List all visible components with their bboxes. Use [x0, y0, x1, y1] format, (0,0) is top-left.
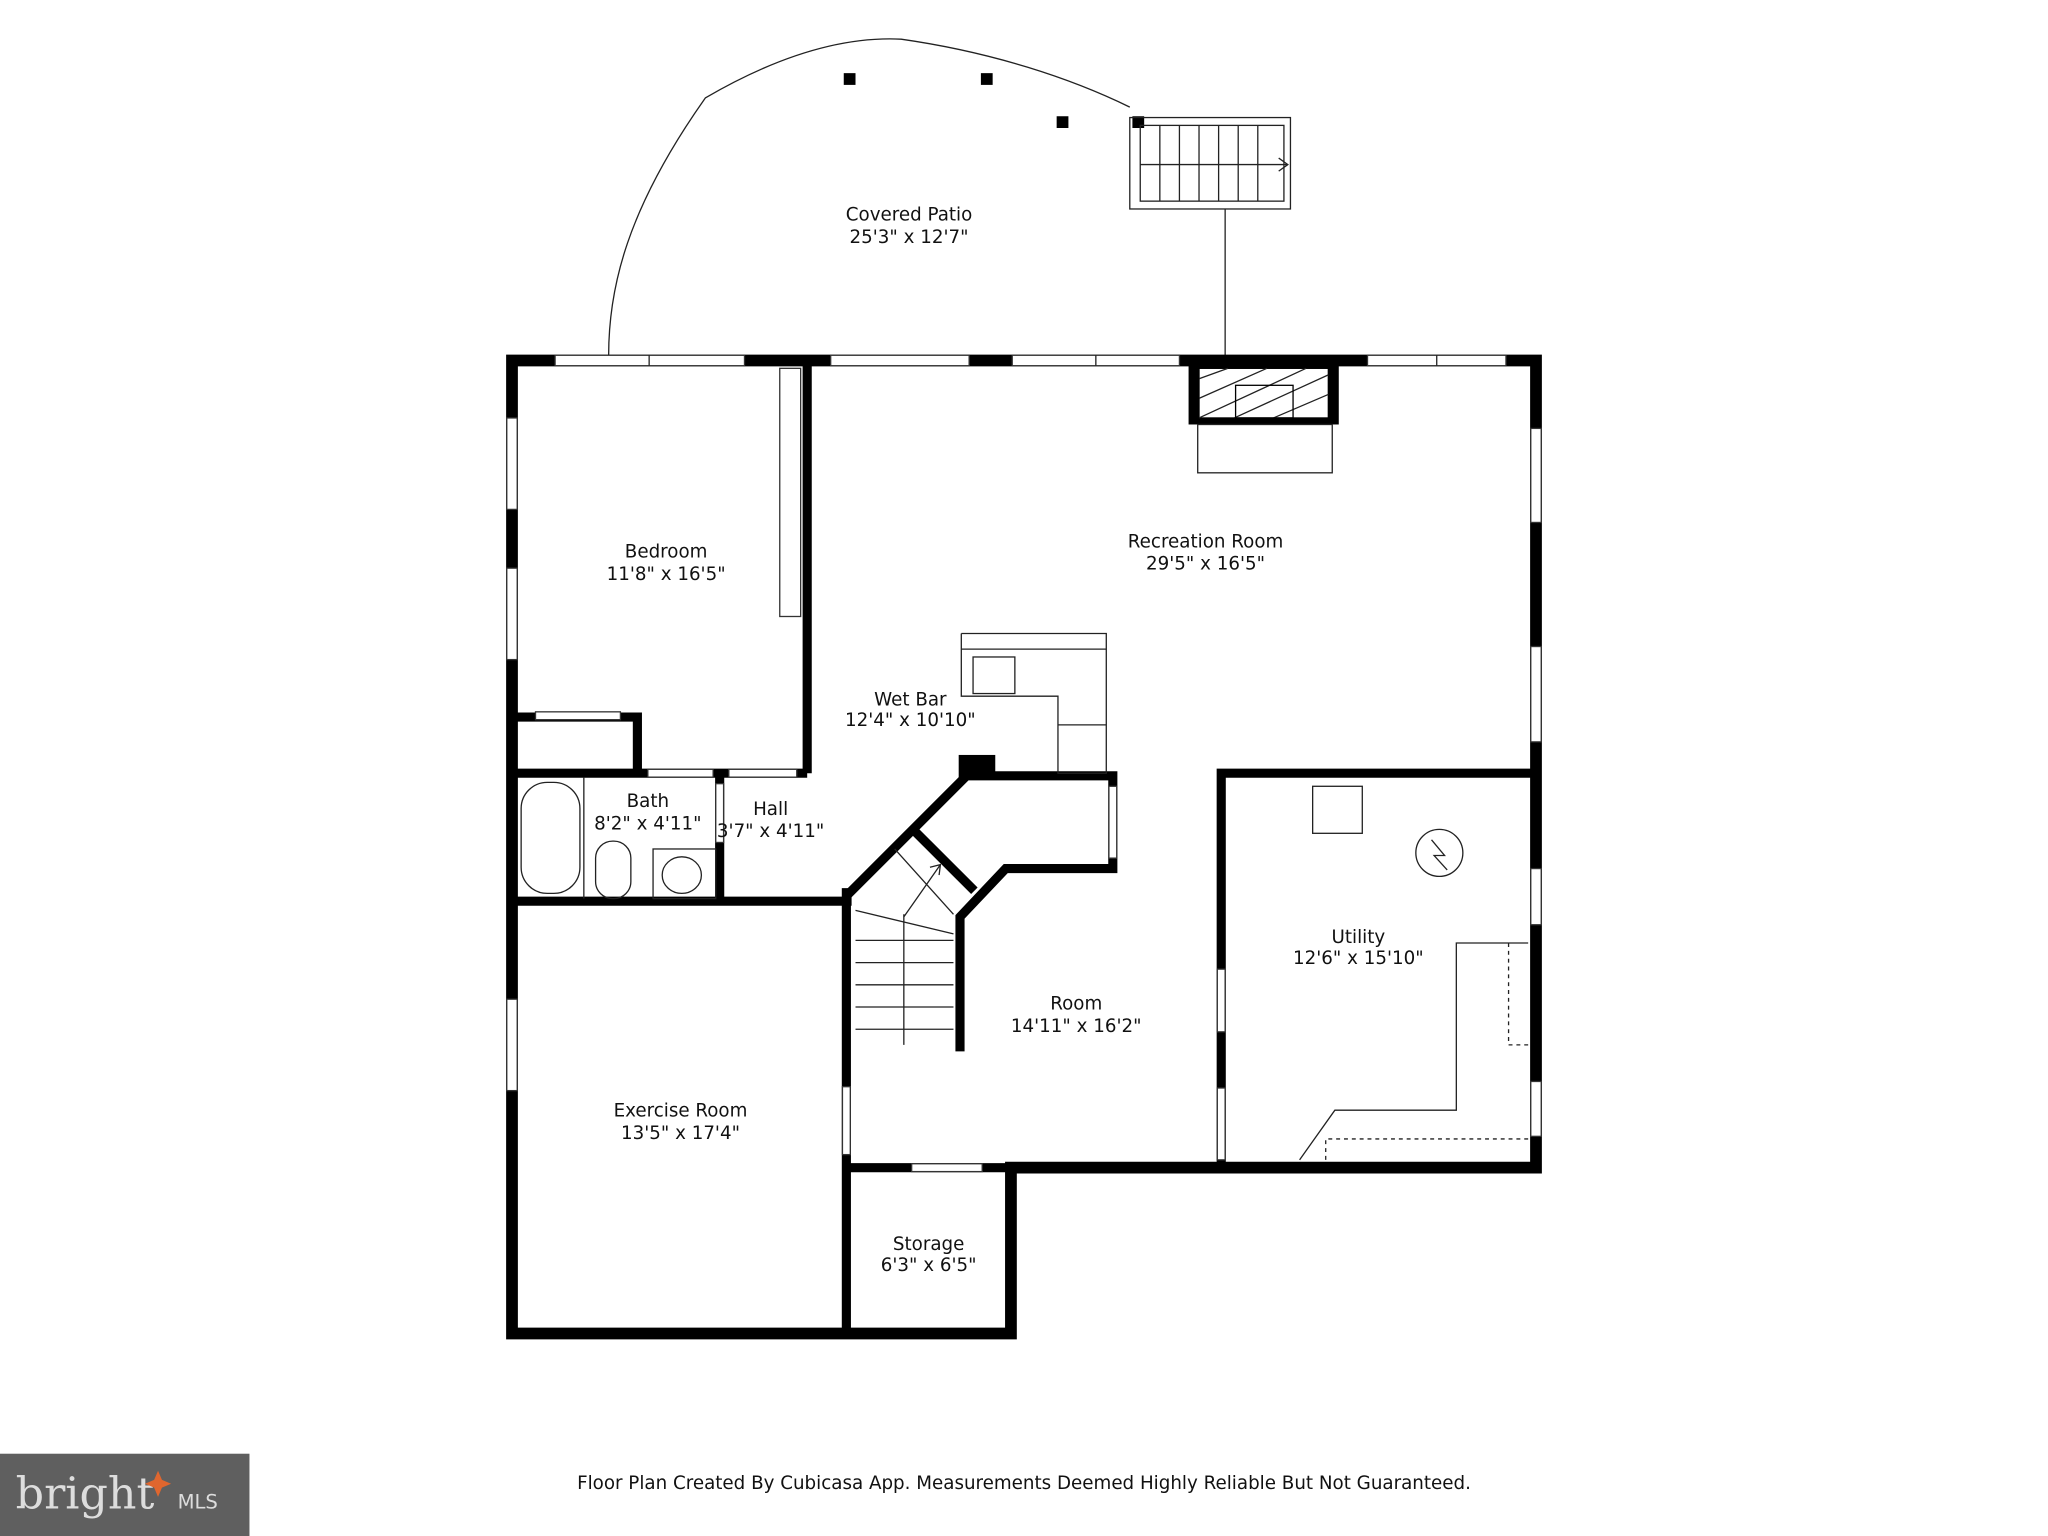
fireplace	[1188, 365, 1339, 474]
patio-outline	[608, 38, 1131, 356]
room-size: 11'8" x 16'5"	[607, 564, 726, 585]
room-name: Wet Bar	[874, 689, 947, 710]
room-name: Utility	[1332, 927, 1386, 948]
svg-text:MLS: MLS	[178, 1491, 218, 1514]
exterior-walls	[506, 354, 1542, 1340]
room-size: 12'6" x 15'10"	[1293, 948, 1424, 969]
patio-post	[1132, 116, 1145, 128]
bright-mls-logo: bright MLS	[0, 1453, 250, 1536]
room-size: 8'2" x 4'11"	[594, 813, 701, 834]
room-size: 14'11" x 16'2"	[1011, 1016, 1142, 1037]
room-size: 6'3" x 6'5"	[881, 1255, 977, 1276]
room-name: Storage	[893, 1234, 964, 1255]
utility-fixtures	[1299, 785, 1529, 1161]
patio-post	[843, 73, 856, 85]
interior-walls	[511, 365, 1536, 1334]
room-name: Recreation Room	[1128, 531, 1284, 552]
doors	[534, 367, 1226, 1173]
room-size: 29'5" x 16'5"	[1146, 553, 1265, 574]
room-size: 3'7" x 4'11"	[717, 821, 824, 842]
room-name: Bath	[627, 791, 669, 812]
room-size: 13'5" x 17'4"	[621, 1123, 740, 1144]
patio-post	[1056, 116, 1069, 128]
exterior-stairs	[1129, 116, 1292, 210]
windows	[506, 354, 1542, 1137]
interior-stairs	[855, 848, 954, 1045]
svg-text:bright: bright	[16, 1469, 155, 1520]
room-size: 25'3" x 12'7"	[850, 227, 969, 248]
room-name: Exercise Room	[614, 1101, 748, 1122]
room-name: Hall	[753, 799, 788, 820]
room-name: Covered Patio	[846, 205, 973, 226]
bath-fixtures	[520, 777, 717, 900]
room-size: 12'4" x 10'10"	[845, 710, 976, 731]
patio-post	[980, 73, 993, 85]
wet-bar-counter	[960, 632, 1107, 774]
room-name: Room	[1050, 994, 1102, 1015]
room-name: Bedroom	[625, 542, 708, 563]
disclaimer: Floor Plan Created By Cubicasa App. Meas…	[577, 1473, 1471, 1494]
